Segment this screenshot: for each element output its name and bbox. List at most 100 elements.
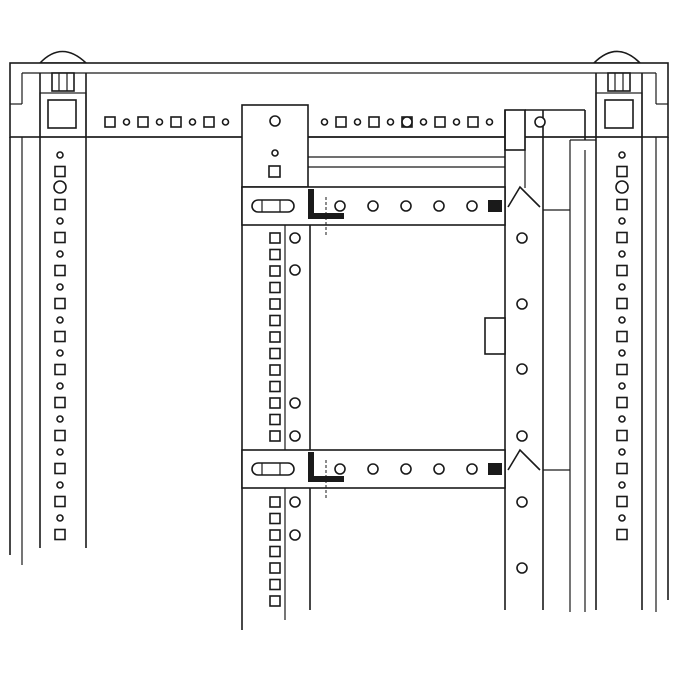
square-hole [616,231,628,244]
round-hole [56,316,64,324]
square-hole [269,281,281,294]
round-hole [400,200,412,212]
square-hole [54,297,66,310]
square-hole [54,528,66,541]
round-hole [56,283,64,291]
round-hole [618,217,626,225]
round-hole [56,151,64,159]
square-hole [616,429,628,442]
square-hole [616,396,628,409]
square-hole [54,330,66,343]
round-hole [516,363,528,375]
round-hole [400,463,412,475]
square-hole [616,297,628,310]
square-hole [54,363,66,376]
round-hole [289,496,301,508]
round-hole [618,349,626,357]
latch [507,448,541,471]
square-hole [269,347,281,360]
square-hole [54,495,66,508]
square-hole [203,116,215,128]
round-hole [53,180,67,194]
round-hole [516,298,528,310]
square-hole [616,495,628,508]
right-rail [484,109,596,612]
round-hole [155,118,164,126]
left-top-cap [38,50,88,64]
round-hole [516,562,528,574]
round-hole [516,496,528,508]
square-hole [434,116,446,128]
square-hole [269,413,281,426]
square-hole [616,198,628,211]
square-hole [269,265,281,277]
square-hole [269,232,281,244]
round-hole [56,217,64,225]
round-hole [433,463,445,475]
round-hole [334,200,346,212]
round-hole [452,118,461,126]
square-hole [54,429,66,442]
round-hole [618,514,626,522]
round-hole [516,430,528,442]
square-hole [616,462,628,475]
square-hole [170,116,182,128]
round-hole [466,200,478,212]
square-hole [616,363,628,376]
round-hole [618,481,626,489]
round-hole [56,448,64,456]
round-hole [367,200,379,212]
round-hole [289,529,301,541]
square-hole [104,116,116,128]
round-hole [221,118,230,126]
round-hole [334,463,346,475]
round-hole [353,118,362,126]
right-top-cap [592,50,642,64]
square-hole [54,198,66,211]
round-hole [618,448,626,456]
square-hole [269,397,281,409]
square-hole [269,545,281,558]
round-hole [401,116,413,128]
round-hole [56,250,64,258]
round-hole [289,430,301,442]
square-hole [54,396,66,409]
square-hole [269,512,281,525]
round-hole [618,382,626,390]
square-hole [616,528,628,541]
square-hole [54,231,66,244]
square-hole [269,248,281,261]
round-hole [466,463,478,475]
round-hole [618,250,626,258]
round-hole [367,463,379,475]
round-hole [56,415,64,423]
round-hole [386,118,395,126]
square-hole [269,562,281,574]
slot-hole [251,199,295,213]
square-hole [368,116,380,128]
left-post [9,72,87,565]
round-hole [56,382,64,390]
square-hole [269,380,281,393]
square-hole [54,165,66,178]
square-hole [269,364,281,376]
square-hole [467,116,479,128]
clip-block [488,463,502,475]
round-hole [419,118,428,126]
latch [507,185,541,208]
square-hole [54,264,66,277]
round-hole [289,232,301,244]
square-hole [269,529,281,541]
square-hole [616,165,628,178]
square-hole [335,116,347,128]
round-hole [289,397,301,409]
round-hole [188,118,197,126]
square-hole [137,116,149,128]
square-hole [269,298,281,310]
round-hole [516,232,528,244]
round-hole [485,118,494,126]
square-hole [269,595,281,607]
round-hole [618,151,626,159]
